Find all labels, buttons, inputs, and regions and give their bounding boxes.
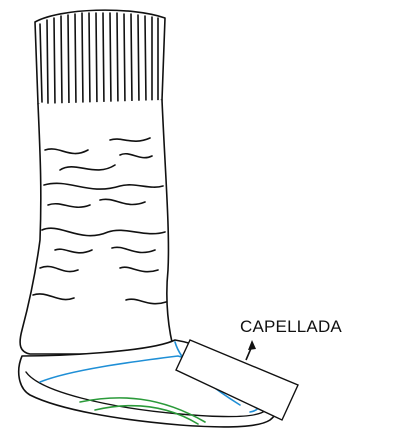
ribbed-cuff	[35, 10, 165, 110]
callout-label: CAPELLADA	[240, 317, 342, 336]
arrow-head	[248, 340, 256, 350]
sock-leg	[20, 100, 175, 354]
